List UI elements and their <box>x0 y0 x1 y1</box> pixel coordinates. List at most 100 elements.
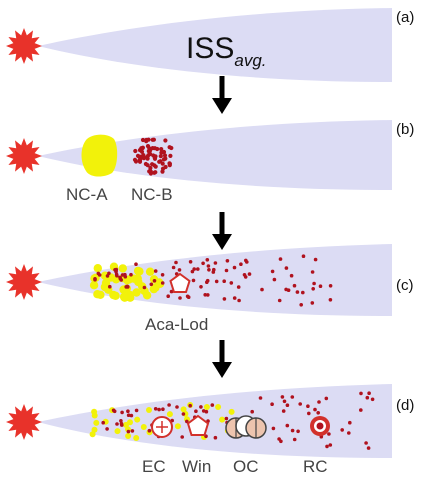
red-dot <box>207 268 211 272</box>
yellow-particle <box>140 286 149 296</box>
yellow-particle <box>166 411 173 418</box>
red-dot <box>160 273 165 277</box>
red-dot <box>134 408 139 413</box>
red-dot <box>178 296 182 300</box>
yellow-particle <box>89 431 96 438</box>
red-dot <box>142 285 147 290</box>
yellow-particle <box>125 433 132 439</box>
yellow-particle <box>120 293 129 302</box>
red-dot <box>157 159 162 164</box>
red-dot <box>324 396 329 401</box>
red-dot <box>96 271 101 276</box>
red-dot <box>285 403 290 408</box>
red-dot <box>133 148 138 154</box>
yellow-particle <box>146 407 152 413</box>
pentagon-icon <box>186 414 210 436</box>
red-dots <box>93 254 333 307</box>
caption-ec: EC <box>142 457 166 476</box>
yellow-particle <box>149 284 158 294</box>
yellow-particle <box>155 278 164 287</box>
red-dot <box>129 413 134 418</box>
red-dot <box>365 395 370 400</box>
yellow-particle <box>140 424 147 430</box>
yellow-particle <box>174 423 181 430</box>
red-dot <box>171 265 176 270</box>
red-dot <box>162 153 168 158</box>
red-dot <box>310 301 315 305</box>
red-dot <box>205 258 210 262</box>
red-dot <box>225 259 230 263</box>
red-dot <box>210 403 215 407</box>
red-dot <box>347 431 351 435</box>
red-dot <box>201 409 206 413</box>
red-dot <box>243 275 248 279</box>
red-dot <box>152 163 157 168</box>
red-dot <box>119 419 123 423</box>
iss-title-subscript: avg. <box>234 51 266 70</box>
red-dot <box>296 429 300 434</box>
red-dot <box>152 146 157 151</box>
red-dot <box>159 147 164 152</box>
red-dot <box>180 435 184 439</box>
red-dot <box>306 404 310 409</box>
red-dot <box>192 267 196 271</box>
yellow-particle <box>96 290 105 299</box>
caption-aca-lod: Aca-Lod <box>145 315 208 334</box>
red-dot <box>152 279 157 283</box>
red-dot <box>298 402 303 406</box>
yellow-particle <box>219 416 226 423</box>
red-dot <box>284 266 289 270</box>
yellow-particle <box>135 267 144 276</box>
red-dot <box>199 285 203 289</box>
red-dot <box>328 443 333 447</box>
red-dot <box>328 298 333 302</box>
iss-title: ISSavg. <box>186 32 267 70</box>
red-dot <box>188 260 193 264</box>
red-dot <box>278 257 283 261</box>
red-dot <box>203 293 207 297</box>
red-dot <box>139 146 144 151</box>
red-dot <box>93 277 97 281</box>
red-dot <box>213 435 218 440</box>
red-dot <box>160 161 165 166</box>
yellow-particle <box>114 428 121 435</box>
red-dot <box>150 137 155 142</box>
yellow-particle <box>180 406 187 413</box>
red-dot <box>120 273 125 277</box>
red-dot <box>148 165 153 171</box>
down-arrow-icon <box>212 76 232 114</box>
red-dot <box>185 294 190 299</box>
caption-rc: RC <box>303 457 328 476</box>
red-dot <box>132 157 138 162</box>
red-dot <box>367 391 371 396</box>
panel-label-c: (c) <box>396 277 414 294</box>
red-dot <box>206 264 211 268</box>
red-dot <box>239 262 243 267</box>
yellow-particle <box>91 408 98 415</box>
red-dot <box>167 145 172 150</box>
yellow-particle <box>228 408 235 415</box>
red-dot <box>163 138 168 143</box>
red-dot <box>146 153 151 158</box>
red-dot <box>161 149 167 155</box>
red-dot <box>282 399 287 404</box>
red-dot <box>158 154 163 159</box>
panel-d: EC Win OC RC (d) <box>6 384 414 476</box>
red-dot <box>224 416 229 421</box>
caption-nc-a: NC-A <box>66 185 108 204</box>
red-dot <box>105 427 109 431</box>
red-dot <box>175 405 179 409</box>
red-dot <box>118 276 123 281</box>
red-dot <box>147 428 152 433</box>
red-dot <box>141 154 146 159</box>
sun-star-icon <box>6 138 42 174</box>
yellow-particle <box>132 288 141 297</box>
sun-star-icon <box>6 28 42 64</box>
red-dot <box>138 154 143 159</box>
red-dot <box>301 254 306 258</box>
yellow-particle <box>145 267 155 276</box>
pentagon-icon <box>169 272 191 293</box>
red-dot <box>260 287 264 292</box>
yellow-particle <box>133 435 140 441</box>
red-dot <box>120 410 124 415</box>
